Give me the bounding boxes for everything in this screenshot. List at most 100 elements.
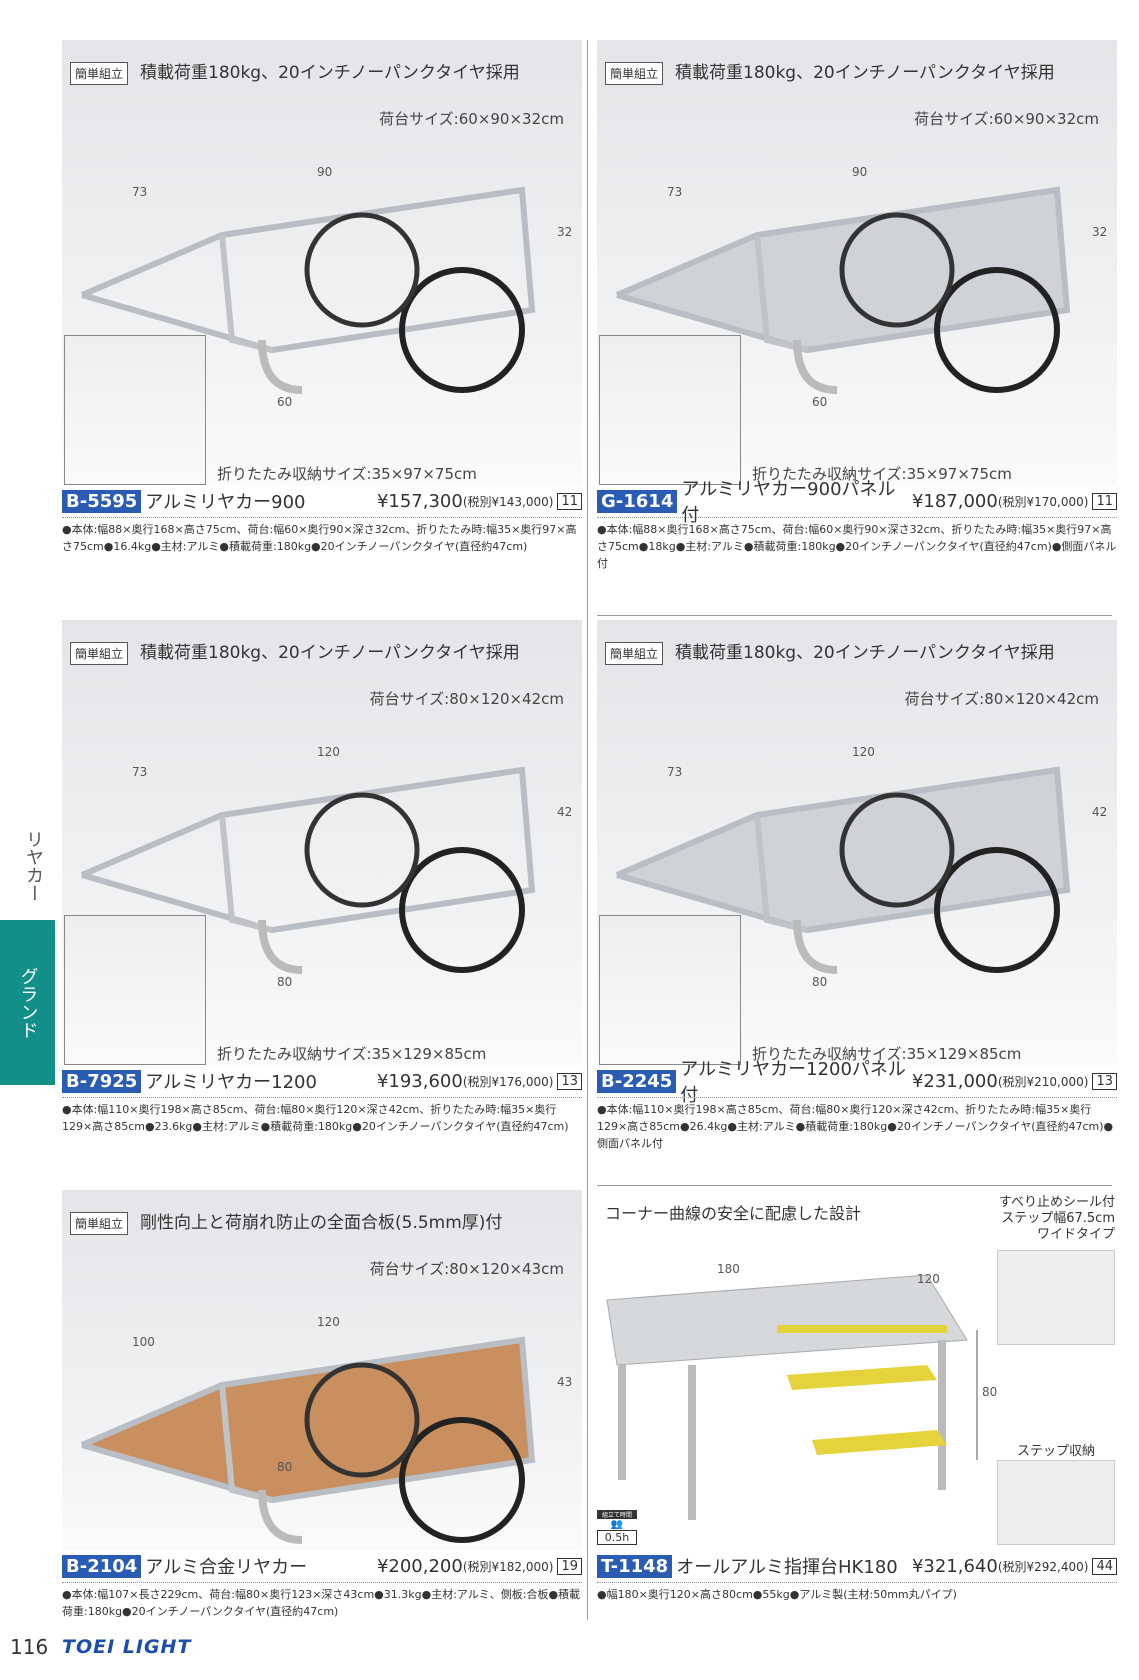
price-excl-tax: (税別¥292,400) <box>997 1559 1089 1574</box>
product-spec: ●本体:幅88×奥行168×高さ75cm、荷台:幅60×奥行90×深さ32cm、… <box>62 523 577 553</box>
bed-size: 荷台サイズ:80×120×43cm <box>369 1260 564 1278</box>
folded-size: 折りたたみ収納サイズ:35×129×85cm <box>752 1045 1022 1063</box>
product-photo: コーナー曲線の安全に配慮した設計 180 120 80 すべり止めシール付ステッ… <box>597 1190 1117 1550</box>
price-excl-tax: (税別¥182,000) <box>462 1559 554 1574</box>
product-code: B-2104 <box>62 1554 142 1578</box>
row-divider <box>597 1185 1112 1186</box>
reference-page[interactable]: 13 <box>557 1072 582 1090</box>
column-divider <box>587 40 588 1620</box>
price: ¥187,000 <box>911 490 998 512</box>
product-photo-cart <box>615 766 1071 974</box>
easy-assembly-badge: 簡単組立 <box>70 642 129 665</box>
price: ¥321,640 <box>911 1555 998 1577</box>
headline: 積載荷重180kg、20インチノーパンクタイヤ採用 <box>140 63 520 83</box>
product-photo-cart <box>80 1336 536 1544</box>
product-title-row: B-7925 アルミリヤカー1200 ¥193,600 (税別¥176,000)… <box>62 1068 582 1094</box>
note: ワイドタイプ <box>1036 1227 1115 1242</box>
dim-label: 90 <box>852 165 868 179</box>
reference-page[interactable]: 44 <box>1092 1557 1117 1575</box>
bed-size: 荷台サイズ:80×120×42cm <box>369 690 564 708</box>
side-tab-grand[interactable]: グランド <box>0 920 55 1085</box>
page-number: 116 <box>10 1635 49 1659</box>
storage-label: ステップ収納 <box>1017 1444 1096 1459</box>
product-photo-stage <box>606 1274 978 1520</box>
price: ¥193,600 <box>376 1070 463 1092</box>
product-name: アルミ合金リヤカー <box>145 1557 308 1578</box>
reference-page[interactable]: 13 <box>1092 1072 1117 1090</box>
dim-label: 100 <box>132 1335 155 1349</box>
dim-label: 120 <box>317 1315 340 1329</box>
dim-label: 90 <box>317 165 333 179</box>
product-code: G-1614 <box>597 489 678 513</box>
price: ¥200,200 <box>376 1555 463 1577</box>
product-code: B-2245 <box>597 1069 677 1093</box>
product-photo: 簡単組立 積載荷重180kg、20インチノーパンクタイヤ採用 荷台サイズ:80×… <box>597 620 1117 1065</box>
easy-assembly-badge: 簡単組立 <box>605 62 664 85</box>
product-spec: ●本体:幅110×奥行198×高さ85cm、荷台:幅80×奥行120×深さ42c… <box>62 1103 569 1133</box>
dim-label: 120 <box>917 1272 940 1286</box>
dim-label: 32 <box>1092 225 1108 239</box>
row-divider <box>597 615 1112 616</box>
assembly-label: 組立て時間 <box>597 1510 637 1519</box>
divider <box>597 1582 1117 1583</box>
folded-photo <box>599 335 741 485</box>
price: ¥231,000 <box>911 1070 998 1092</box>
headline: 積載荷重180kg、20インチノーパンクタイヤ採用 <box>675 63 1055 83</box>
dim-label: 73 <box>132 765 148 779</box>
product-photo: 簡単組立 積載荷重180kg、20インチノーパンクタイヤ採用 荷台サイズ:60×… <box>597 40 1117 485</box>
divider <box>62 1582 582 1583</box>
folded-photo <box>64 335 206 485</box>
product-photo: 簡単組立 剛性向上と荷崩れ防止の全面合板(5.5mm厚)付 荷台サイズ:80×1… <box>62 1190 582 1550</box>
assembly-time-badge: 組立て時間 👥 0.5h <box>597 1510 637 1545</box>
dim-label: 120 <box>852 745 875 759</box>
product-name: アルミリヤカー1200 <box>145 1072 317 1093</box>
reference-page[interactable]: 11 <box>1092 492 1117 510</box>
dim-label: 42 <box>557 805 573 819</box>
dim-label: 80 <box>812 975 828 989</box>
wide-step-photo <box>997 1250 1115 1345</box>
easy-assembly-badge: 簡単組立 <box>605 642 664 665</box>
folded-size: 折りたたみ収納サイズ:35×129×85cm <box>217 1045 487 1063</box>
bed-size: 荷台サイズ:80×120×42cm <box>904 690 1099 708</box>
dim-label: 80 <box>277 975 293 989</box>
product-spec: ●本体:幅107×長さ229cm、荷台:幅80×奥行123×深さ43cm●31.… <box>62 1588 581 1618</box>
side-tab-label: グランド <box>17 966 39 1039</box>
product-title-row: T-1148 オールアルミ指揮台HK180 ¥321,640 (税別¥292,4… <box>597 1553 1117 1579</box>
headline: 剛性向上と荷崩れ防止の全面合板(5.5mm厚)付 <box>140 1213 503 1233</box>
product-name: アルミリヤカー1200パネル付 <box>680 1059 906 1106</box>
divider <box>62 517 582 518</box>
product-title-row: B-2245 アルミリヤカー1200パネル付 ¥231,000 (税別¥210,… <box>597 1059 1117 1106</box>
reference-page[interactable]: 11 <box>557 492 582 510</box>
note: すべり止めシール付 <box>998 1195 1115 1210</box>
product-code: T-1148 <box>597 1554 673 1578</box>
dim-label: 80 <box>982 1385 998 1399</box>
folded-photo <box>64 915 206 1065</box>
divider <box>597 517 1117 518</box>
product-code: B-5595 <box>62 489 142 513</box>
reference-page[interactable]: 19 <box>557 1557 582 1575</box>
product-photo-cart <box>80 766 536 974</box>
price-excl-tax: (税別¥143,000) <box>462 494 554 509</box>
headline: コーナー曲線の安全に配慮した設計 <box>605 1204 862 1223</box>
note: ステップ幅67.5cm <box>1001 1211 1115 1226</box>
dim-label: 42 <box>1092 805 1108 819</box>
easy-assembly-badge: 簡単組立 <box>70 1212 129 1235</box>
product-spec: ●本体:幅110×奥行198×高さ85cm、荷台:幅80×奥行120×深さ42c… <box>597 1103 1114 1150</box>
folded-photo <box>599 915 741 1065</box>
easy-assembly-badge: 簡単組立 <box>70 62 129 85</box>
price-excl-tax: (税別¥210,000) <box>997 1074 1089 1089</box>
headline: 積載荷重180kg、20インチノーパンクタイヤ採用 <box>675 643 1055 663</box>
product-photo-cart <box>80 186 536 394</box>
bed-size: 荷台サイズ:60×90×32cm <box>914 110 1099 128</box>
assembly-time: 0.5h <box>597 1530 637 1545</box>
product-name: アルミリヤカー900 <box>145 492 306 513</box>
dim-label: 73 <box>667 185 683 199</box>
dim-label: 32 <box>557 225 573 239</box>
product-name: アルミリヤカー900パネル付 <box>681 479 896 526</box>
folded-size: 折りたたみ収納サイズ:35×97×75cm <box>752 465 1012 483</box>
divider <box>62 1097 582 1098</box>
dim-label: 73 <box>667 765 683 779</box>
product-photo: 簡単組立 積載荷重180kg、20インチノーパンクタイヤ採用 荷台サイズ:60×… <box>62 40 582 485</box>
people-icon: 👥 <box>610 1519 624 1530</box>
